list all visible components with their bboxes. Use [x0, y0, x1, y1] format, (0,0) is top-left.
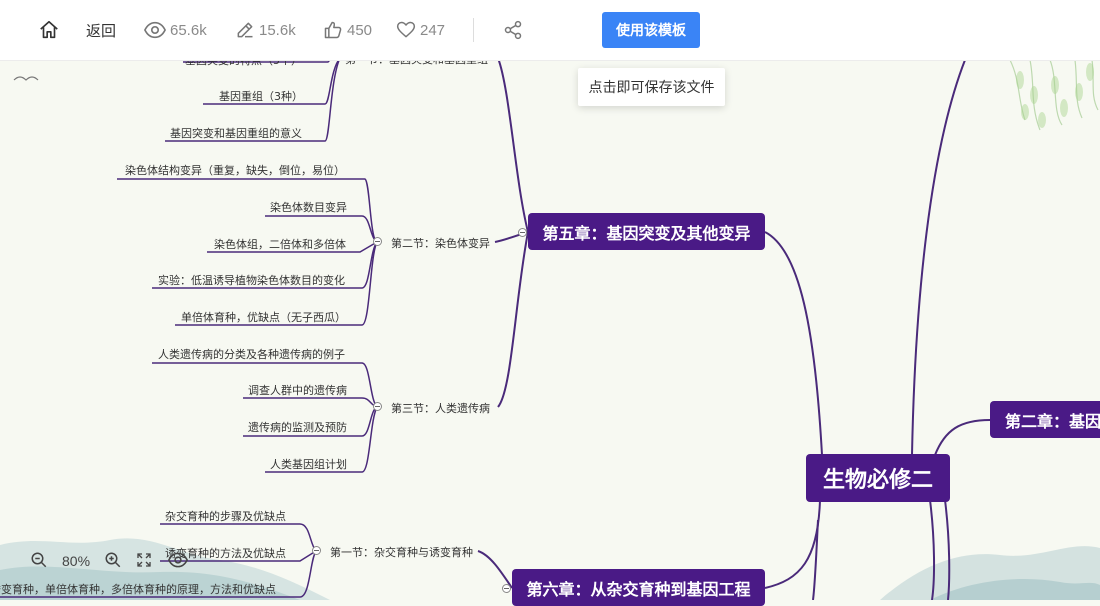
mindmap-root-node[interactable]: 生物必修二: [806, 454, 950, 502]
chapter-5-node[interactable]: 第五章：基因突变及其他变异: [528, 213, 765, 250]
section-5-3[interactable]: 第三节：人类遗传病: [391, 402, 490, 415]
leaf-node[interactable]: 染色体组，二倍体和多倍体: [214, 238, 346, 251]
leaf-node[interactable]: 杂交育种的步骤及优缺点: [165, 510, 286, 523]
zoom-level: 80%: [62, 553, 91, 569]
leaf-node[interactable]: 基因突变和基因重组的意义: [170, 127, 302, 140]
collapse-toggle[interactable]: [373, 237, 382, 246]
zoom-out-button[interactable]: [30, 551, 48, 572]
leaf-node[interactable]: 实验：低温诱导植物染色体数目的变化: [158, 274, 345, 287]
leaf-node[interactable]: 诱变育种，单倍体育种，多倍体育种的原理，方法和优缺点: [0, 583, 276, 596]
back-button[interactable]: 返回: [86, 0, 116, 60]
zoom-out-icon: [30, 551, 48, 572]
leaf-node[interactable]: 基因重组（3种）: [219, 90, 303, 103]
zoom-in-button[interactable]: [104, 551, 122, 572]
chapter-6-node[interactable]: 第六章：从杂交育种到基因工程: [512, 569, 765, 606]
collapse-toggle[interactable]: [502, 584, 511, 593]
leaf-node[interactable]: 人类遗传病的分类及各种遗传病的例子: [158, 348, 345, 361]
collapse-toggle[interactable]: [518, 228, 527, 237]
fullscreen-icon: [136, 552, 152, 571]
zoom-in-icon: [104, 551, 122, 572]
share-button[interactable]: [503, 0, 523, 60]
home-button[interactable]: [38, 0, 60, 60]
leaf-node[interactable]: 调查人群中的遗传病: [248, 384, 347, 397]
zoom-controls: 80%: [30, 546, 189, 576]
favorites-count: 247: [420, 21, 446, 39]
save-tooltip: 点击即可保存该文件: [578, 68, 725, 106]
thumbs-up-icon: [323, 20, 343, 40]
preview-button[interactable]: [168, 550, 189, 573]
top-toolbar: 返回 65.6k 15.6k 450 247 使用该模板: [0, 0, 1100, 61]
chapter-2-node[interactable]: 第二章：基因: [990, 401, 1100, 438]
collapse-toggle[interactable]: [312, 546, 321, 555]
leaf-node[interactable]: 染色体结构变异（重复，缺失，倒位，易位）: [125, 164, 345, 177]
eye-icon: [168, 550, 189, 573]
edits-counter: 15.6k: [235, 0, 296, 60]
likes-count: 450: [347, 21, 373, 39]
leaf-node[interactable]: 染色体数目变异: [270, 201, 347, 214]
leaf-node[interactable]: 单倍体育种，优缺点（无子西瓜）: [181, 311, 346, 324]
edits-count: 15.6k: [259, 21, 296, 39]
section-5-2[interactable]: 第二节：染色体变异: [391, 237, 490, 250]
leaf-node[interactable]: 人类基因组计划: [270, 458, 347, 471]
views-count: 65.6k: [170, 21, 207, 39]
back-label: 返回: [86, 22, 117, 40]
home-icon: [38, 19, 60, 41]
leaf-node[interactable]: 诱变育种的方法及优缺点: [165, 547, 286, 560]
favorite-button[interactable]: 247: [396, 0, 445, 60]
fullscreen-button[interactable]: [136, 552, 152, 571]
eye-icon: [144, 19, 166, 41]
heart-icon: [396, 20, 416, 40]
share-icon: [503, 20, 523, 40]
like-button[interactable]: 450: [323, 0, 372, 60]
collapse-toggle[interactable]: [373, 402, 382, 411]
toolbar-divider: [473, 18, 474, 42]
use-template-button[interactable]: 使用该模板: [602, 12, 700, 48]
pencil-icon: [235, 20, 255, 40]
section-6-1[interactable]: 第一节：杂交育种与诱变育种: [330, 546, 473, 559]
leaf-node[interactable]: 遗传病的监测及预防: [248, 421, 347, 434]
views-counter: 65.6k: [144, 0, 207, 60]
